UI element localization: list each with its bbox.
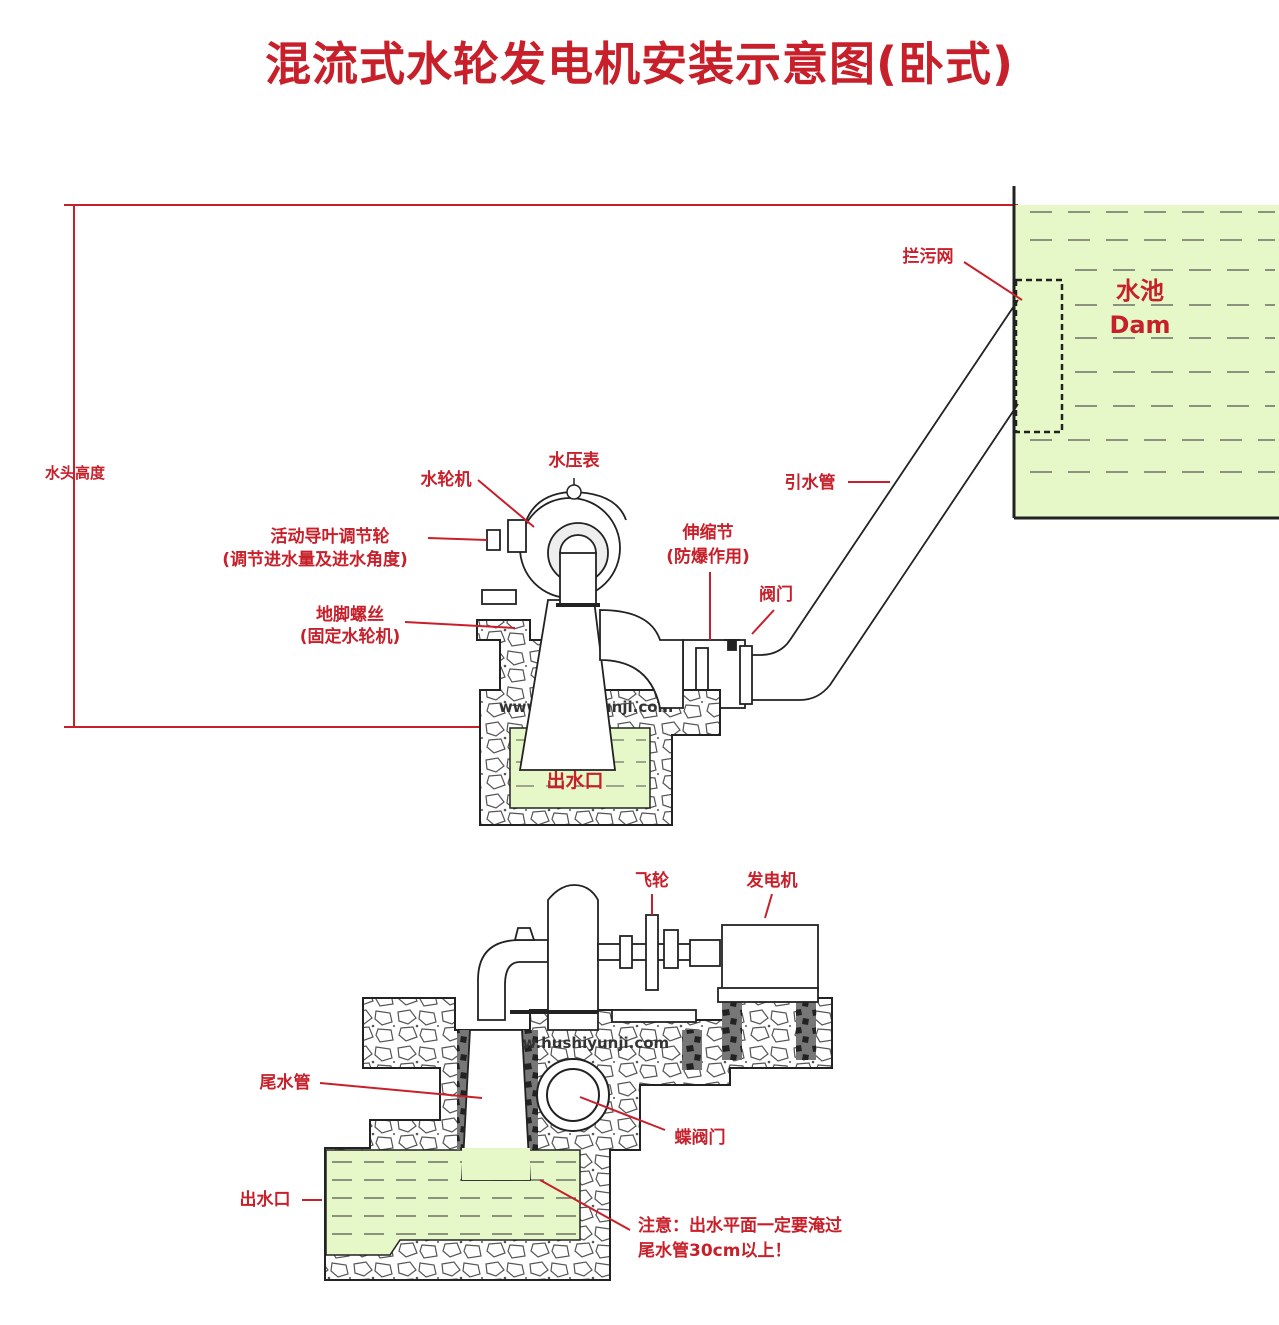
bottom-watermark: www.hushiyunji.com xyxy=(495,1034,669,1052)
generator-label: 发电机 xyxy=(746,870,798,891)
guide-vane-leader xyxy=(427,537,488,541)
guide-vane-label: 活动导叶调节轮 xyxy=(271,526,390,547)
draft-tube-label: 尾水管 xyxy=(260,1072,311,1093)
trash-rack-leader xyxy=(963,261,1023,301)
dam-reservoir xyxy=(1012,186,1279,520)
anchor-bolt-note: (固定水轮机) xyxy=(300,626,401,647)
penstock-label: 引水管 xyxy=(785,472,836,493)
pressure-gauge-icon xyxy=(566,478,582,500)
draft-tube xyxy=(461,1029,531,1181)
butterfly-valve-leader xyxy=(579,1096,666,1131)
turbine-leader xyxy=(477,479,535,528)
trash-rack-label: 拦污网 xyxy=(903,246,954,267)
page-title: 混流式水轮发电机安装示意图(卧式) xyxy=(264,37,1015,91)
butterfly-valve-label: 蝶阀门 xyxy=(675,1127,726,1148)
anchor-bolt-label: 地脚螺丝 xyxy=(316,604,384,625)
note-line-1: 注意：出水平面一定要淹过 xyxy=(638,1215,842,1236)
head-height-label: 水头高度 xyxy=(45,464,106,482)
dam-label: 水池 xyxy=(1116,277,1164,305)
valve-label: 阀门 xyxy=(759,584,793,605)
top-outlet-label: 出水口 xyxy=(546,769,603,792)
pressure-gauge-label: 水压表 xyxy=(549,450,601,471)
turbine-label: 水轮机 xyxy=(421,469,472,490)
penstock-pipe xyxy=(745,299,1019,701)
expansion-joint-label: 伸缩节 xyxy=(682,522,734,543)
note-line-2: 尾水管30cm以上！ xyxy=(638,1240,791,1261)
draft-tube-leader xyxy=(319,1082,483,1099)
flywheel-label: 飞轮 xyxy=(635,870,669,891)
expansion-joint-note: (防爆作用) xyxy=(666,546,750,567)
note-leader xyxy=(539,1179,631,1231)
head-height-dimension xyxy=(64,204,1018,728)
guide-vane-note: (调节进水量及进水角度) xyxy=(222,549,408,570)
bottom-outlet-label: 出水口 xyxy=(240,1189,291,1210)
anchor-bolt-leader xyxy=(404,621,516,629)
butterfly-valve xyxy=(536,1058,610,1132)
turbine-unit xyxy=(481,491,684,771)
valve-leader xyxy=(751,609,775,635)
dam-label-en: Dam xyxy=(1109,311,1170,339)
bottom-foundation xyxy=(324,997,833,1281)
turbine-upper xyxy=(477,884,819,1031)
generator-leader xyxy=(764,893,773,919)
